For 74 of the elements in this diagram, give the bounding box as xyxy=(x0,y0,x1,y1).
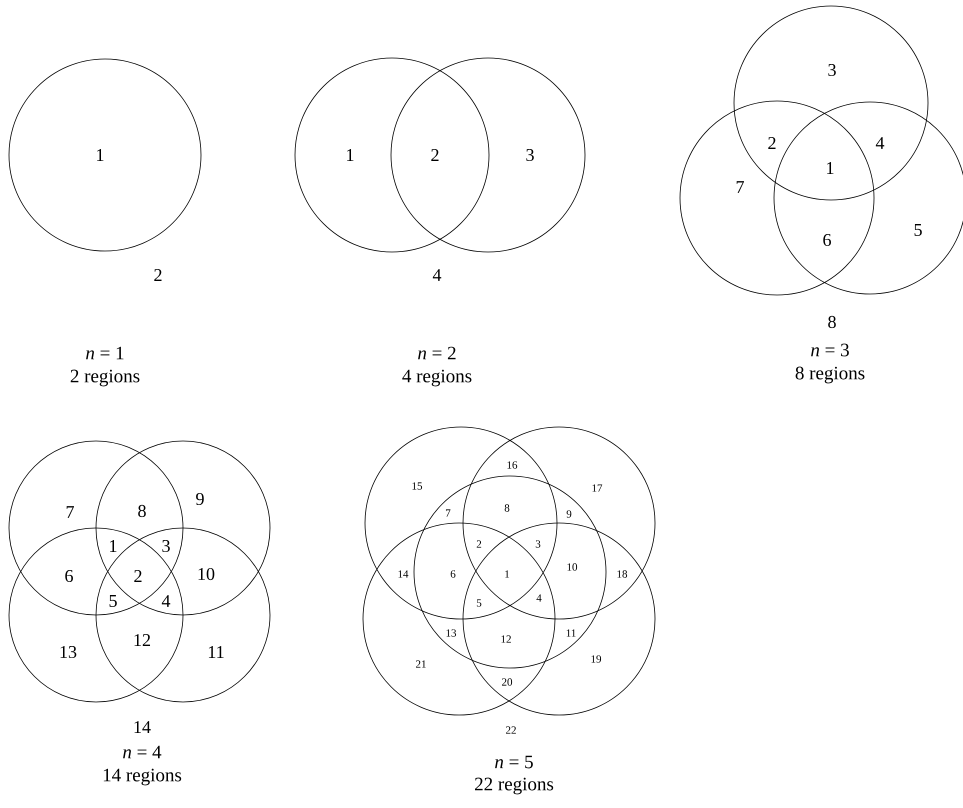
region-number: 19 xyxy=(591,655,602,663)
region-number: 15 xyxy=(412,482,422,490)
region-number: 5 xyxy=(914,224,922,236)
caption: 22 regions xyxy=(475,778,554,794)
region-number: 1 xyxy=(505,570,510,578)
region-number: 8 xyxy=(138,504,146,518)
region-number: 1 xyxy=(110,540,116,552)
region-number: 6 xyxy=(65,570,73,582)
caption: n = 1 xyxy=(86,346,124,360)
region-number: 7 xyxy=(66,506,74,518)
region-number: 2 xyxy=(134,570,142,582)
caption: n = 4 xyxy=(123,746,162,758)
region-number: 4 xyxy=(536,594,542,602)
circle xyxy=(462,522,656,716)
region-number: 2 xyxy=(768,137,776,149)
region-number: 6 xyxy=(450,570,456,578)
region-number: 4 xyxy=(876,137,884,149)
region-number: 11 xyxy=(566,629,576,637)
region-number: 3 xyxy=(828,64,836,76)
circle xyxy=(294,58,490,252)
region-number: 1 xyxy=(97,149,104,161)
region-number: 16 xyxy=(507,461,518,469)
circle xyxy=(680,100,874,296)
region-number: 2 xyxy=(154,269,162,281)
region-number: 8 xyxy=(828,316,836,328)
circle xyxy=(390,58,586,252)
region-number: 3 xyxy=(526,148,534,162)
circle xyxy=(96,528,270,702)
region-number: 3 xyxy=(162,540,170,552)
region-number: 14 xyxy=(398,570,408,578)
region-number: 3 xyxy=(536,540,540,548)
circle xyxy=(364,426,558,620)
region-number: 1 xyxy=(827,162,834,174)
circle xyxy=(8,528,184,702)
caption: n = 2 xyxy=(418,346,456,360)
region-number: 6 xyxy=(823,234,831,246)
caption: n = 3 xyxy=(811,344,849,356)
region-number: 22 xyxy=(506,726,516,734)
region-number: 14 xyxy=(134,721,151,733)
region-number: 13 xyxy=(60,646,76,658)
caption: 8 regions xyxy=(796,366,864,384)
circle xyxy=(96,440,270,616)
region-number: 18 xyxy=(617,570,628,578)
region-number: 9 xyxy=(566,510,572,518)
region-number: 12 xyxy=(134,634,150,646)
region-number: 17 xyxy=(592,484,602,492)
caption: 14 regions xyxy=(104,768,182,786)
circle xyxy=(734,6,928,200)
region-number: 13 xyxy=(446,629,456,637)
region-number: 4 xyxy=(432,269,442,281)
region-number: 20 xyxy=(502,678,512,686)
caption: 2 regions xyxy=(70,370,140,386)
region-number: 11 xyxy=(208,646,224,658)
region-number: 5 xyxy=(110,595,117,607)
region-number: 9 xyxy=(196,492,204,506)
region-number: 7 xyxy=(736,181,744,193)
region-number: 21 xyxy=(416,660,426,668)
circle xyxy=(462,426,656,620)
region-number: 7 xyxy=(446,509,450,517)
region-number: 10 xyxy=(567,563,578,571)
region-number: 8 xyxy=(504,504,510,512)
region-number: 10 xyxy=(198,568,214,580)
caption: 4 regions xyxy=(402,370,472,386)
circle xyxy=(8,440,184,616)
region-number: 5 xyxy=(476,599,482,607)
region-number: 4 xyxy=(162,595,170,607)
circle xyxy=(362,522,556,716)
region-number: 2 xyxy=(431,149,439,161)
circle xyxy=(8,58,202,252)
region-number: 2 xyxy=(476,540,482,548)
region-number: 12 xyxy=(501,635,511,643)
region-number: 1 xyxy=(347,149,354,161)
caption: n = 5 xyxy=(495,756,533,768)
circle xyxy=(414,476,606,668)
